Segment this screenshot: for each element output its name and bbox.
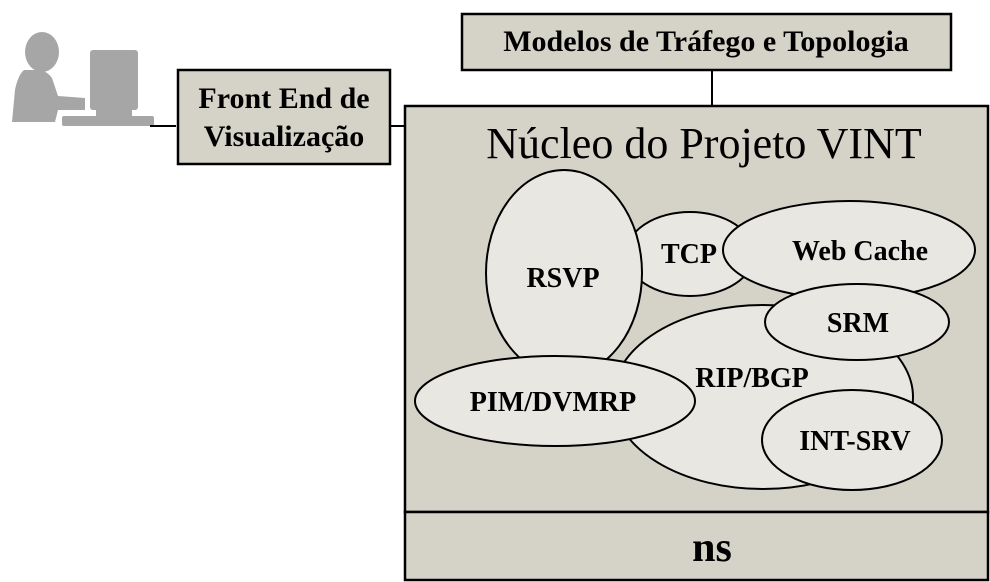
web-cache-label: Web Cache xyxy=(792,236,928,267)
visualization-frontend-box: Front End de Visualização xyxy=(176,68,392,166)
int-srv-ellipse xyxy=(761,389,943,491)
person-at-computer-icon xyxy=(12,32,154,126)
core-title: Núcleo do Projeto VINT xyxy=(486,119,922,168)
ns-box: ns xyxy=(403,510,990,582)
frontend-label-line2: Visualização xyxy=(204,120,365,153)
pim-dvmrp-label: PIM/DVMRP xyxy=(470,387,636,418)
rsvp-label: RSVP xyxy=(526,263,599,294)
srm-label: SRM xyxy=(827,308,889,339)
srm-ellipse xyxy=(764,283,950,361)
int-srv-label: INT-SRV xyxy=(799,426,911,457)
traffic-topology-models-box: Modelos de Tráfego e Topologia xyxy=(460,12,953,72)
connector-lines xyxy=(150,70,713,127)
frontend-label-line1: Front End de xyxy=(198,82,369,115)
rip-bgp-label: RIP/BGP xyxy=(695,363,809,394)
ns-label: ns xyxy=(692,525,732,571)
pim-dvmrp-ellipse xyxy=(414,355,696,447)
models-label: Modelos de Tráfego e Topologia xyxy=(503,25,909,58)
tcp-label: TCP xyxy=(661,239,717,270)
